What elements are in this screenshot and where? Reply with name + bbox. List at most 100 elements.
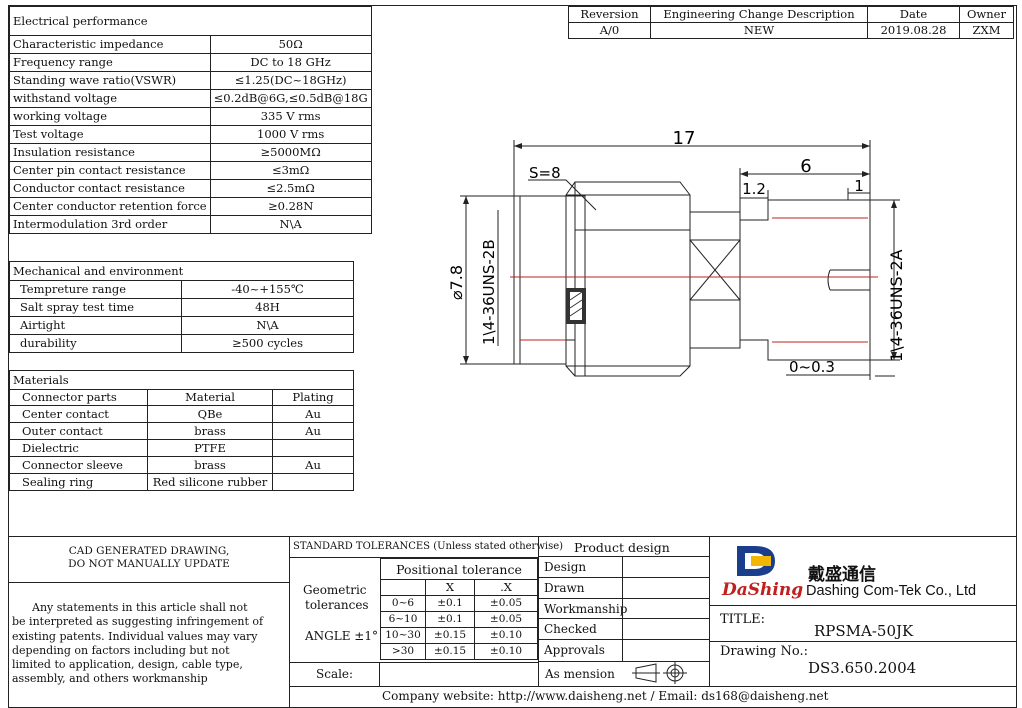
mechanical-param: durability (9, 334, 182, 353)
cad-note-line2: DO NOT MANUALLY UPDATE (68, 558, 230, 570)
tolerance-cell: ±0.10 (474, 643, 538, 660)
owner-value: ZXM (959, 22, 1014, 39)
thread-left-label: 1\4-36UNS-2B (480, 239, 498, 345)
table-row: Center pin contact resistance≤3mΩ (9, 161, 372, 180)
electrical-title: Electrical performance (9, 6, 372, 36)
table-row: Insulation resistance≥5000MΩ (9, 143, 372, 162)
tolerance-cell: ±0.1 (425, 595, 475, 612)
footer-divider (290, 686, 1017, 687)
disclaimer-line: assembly, and others workmanship (12, 672, 208, 686)
role-row: Checked (538, 619, 709, 641)
tolerance-cell: ±0.1 (425, 611, 475, 628)
table-row: 10~30±0.15±0.10 (380, 627, 538, 644)
tolerance-cell: 10~30 (380, 627, 426, 644)
electrical-value: 1000 V rms (209, 125, 372, 144)
owner-header: Owner (959, 6, 1014, 23)
materials-header-material: Material (147, 389, 273, 406)
role-label: Checked (544, 622, 597, 637)
electrical-value: ≥5000MΩ (209, 143, 372, 162)
cad-note-divider (8, 582, 290, 583)
dim-17-label: 17 (673, 128, 696, 149)
tol-divider (290, 557, 538, 558)
disclaimer-line: depending on factors including but not (12, 643, 230, 657)
role-label: Drawn (544, 580, 585, 595)
table-row: 0~6±0.1±0.05 (380, 595, 538, 612)
tolerance-cell: 6~10 (380, 611, 426, 628)
company-name-cn: 戴盛通信 (808, 565, 876, 585)
title-value: RPSMA-50JK (814, 622, 914, 640)
table-row: 6~10±0.1±0.05 (380, 611, 538, 628)
left-body-outline (513, 195, 586, 377)
diameter-label: ⌀7.8 (447, 265, 466, 300)
hex-size-label: S=8 (529, 164, 561, 182)
change-desc-value: NEW (650, 22, 868, 39)
table-row: durability≥500 cycles (9, 334, 354, 353)
tol-dx-header: .X (474, 579, 538, 596)
role-label: Approvals (544, 643, 605, 658)
logo-text: DaShing (722, 580, 804, 600)
electrical-param: Frequency range (9, 53, 211, 72)
role-row: Drawn (538, 578, 709, 599)
disclaimer-line: be interpreted as suggesting infringemen… (12, 615, 264, 629)
dim-1-2-label: 1.2 (742, 180, 766, 198)
material-name: QBe (147, 405, 273, 423)
materials-header-parts: Connector parts (9, 389, 148, 406)
material-part: Center contact (9, 405, 148, 423)
disclaimer-line: existing patents. Individual values may … (12, 629, 258, 643)
electrical-value: ≤1.25(DC~18GHz) (209, 71, 372, 90)
material-plating (272, 439, 354, 457)
electrical-param: Characteristic impedance (9, 35, 211, 54)
mechanical-param: Tempreture range (9, 280, 182, 299)
electrical-param: working voltage (9, 107, 211, 126)
company-logo-icon (737, 546, 775, 576)
electrical-value: ≤2.5mΩ (209, 179, 372, 198)
middle-body (689, 211, 741, 349)
electrical-param: Center pin contact resistance (9, 161, 211, 180)
materials-header-plating: Plating (272, 389, 354, 406)
role-row: Approvals (538, 640, 709, 661)
rev-value: A/0 (568, 22, 651, 39)
tolerance-cell: >30 (380, 643, 426, 660)
tol-range-header (380, 579, 426, 596)
as-mension-row (538, 661, 709, 662)
connector-drawing: 17 6 1.2 1 S=8 ⌀7.8 1\4-36UNS-2B 1\4-36U… (447, 128, 906, 380)
projection-symbol-icon (632, 662, 687, 684)
material-plating: Au (272, 405, 354, 423)
mechanical-table: Mechanical and environment Tempreture ra… (9, 261, 354, 353)
disclaimer-line: Any statements in this article shall not (32, 601, 248, 614)
date-header: Date (867, 6, 960, 23)
tolerance-cell: ±0.15 (425, 643, 475, 660)
title-divider (709, 641, 1017, 642)
table-row: Tempreture range-40~+155℃ (9, 280, 354, 299)
product-design-label: Product design (574, 540, 670, 555)
electrical-value: N\A (209, 215, 372, 234)
dim-1-label: 1 (854, 177, 864, 195)
role-row: Design (538, 557, 709, 578)
drawing-no-value: DS3.650.2004 (808, 659, 917, 677)
title-label: TITLE: (720, 612, 765, 627)
positional-tolerance-label: Positional tolerance (380, 558, 538, 580)
material-part: Sealing ring (9, 473, 148, 491)
electrical-param: Standing wave ratio(VSWR) (9, 71, 211, 90)
tolerance-cell: ±0.05 (474, 595, 538, 612)
tolerance-cell: ±0.05 (474, 611, 538, 628)
mechanical-param: Airtight (9, 316, 182, 335)
electrical-value: DC to 18 GHz (209, 53, 372, 72)
gap-label: 0~0.3 (789, 358, 835, 376)
tolerance-cell: ±0.15 (425, 627, 475, 644)
date-value: 2019.08.28 (867, 22, 960, 39)
angle-label: ANGLE ±1° (305, 629, 378, 643)
tolerance-cell: ±0.10 (474, 627, 538, 644)
mechanical-param: Salt spray test time (9, 298, 182, 317)
material-name: brass (147, 422, 273, 440)
electrical-param: Conductor contact resistance (9, 179, 211, 198)
